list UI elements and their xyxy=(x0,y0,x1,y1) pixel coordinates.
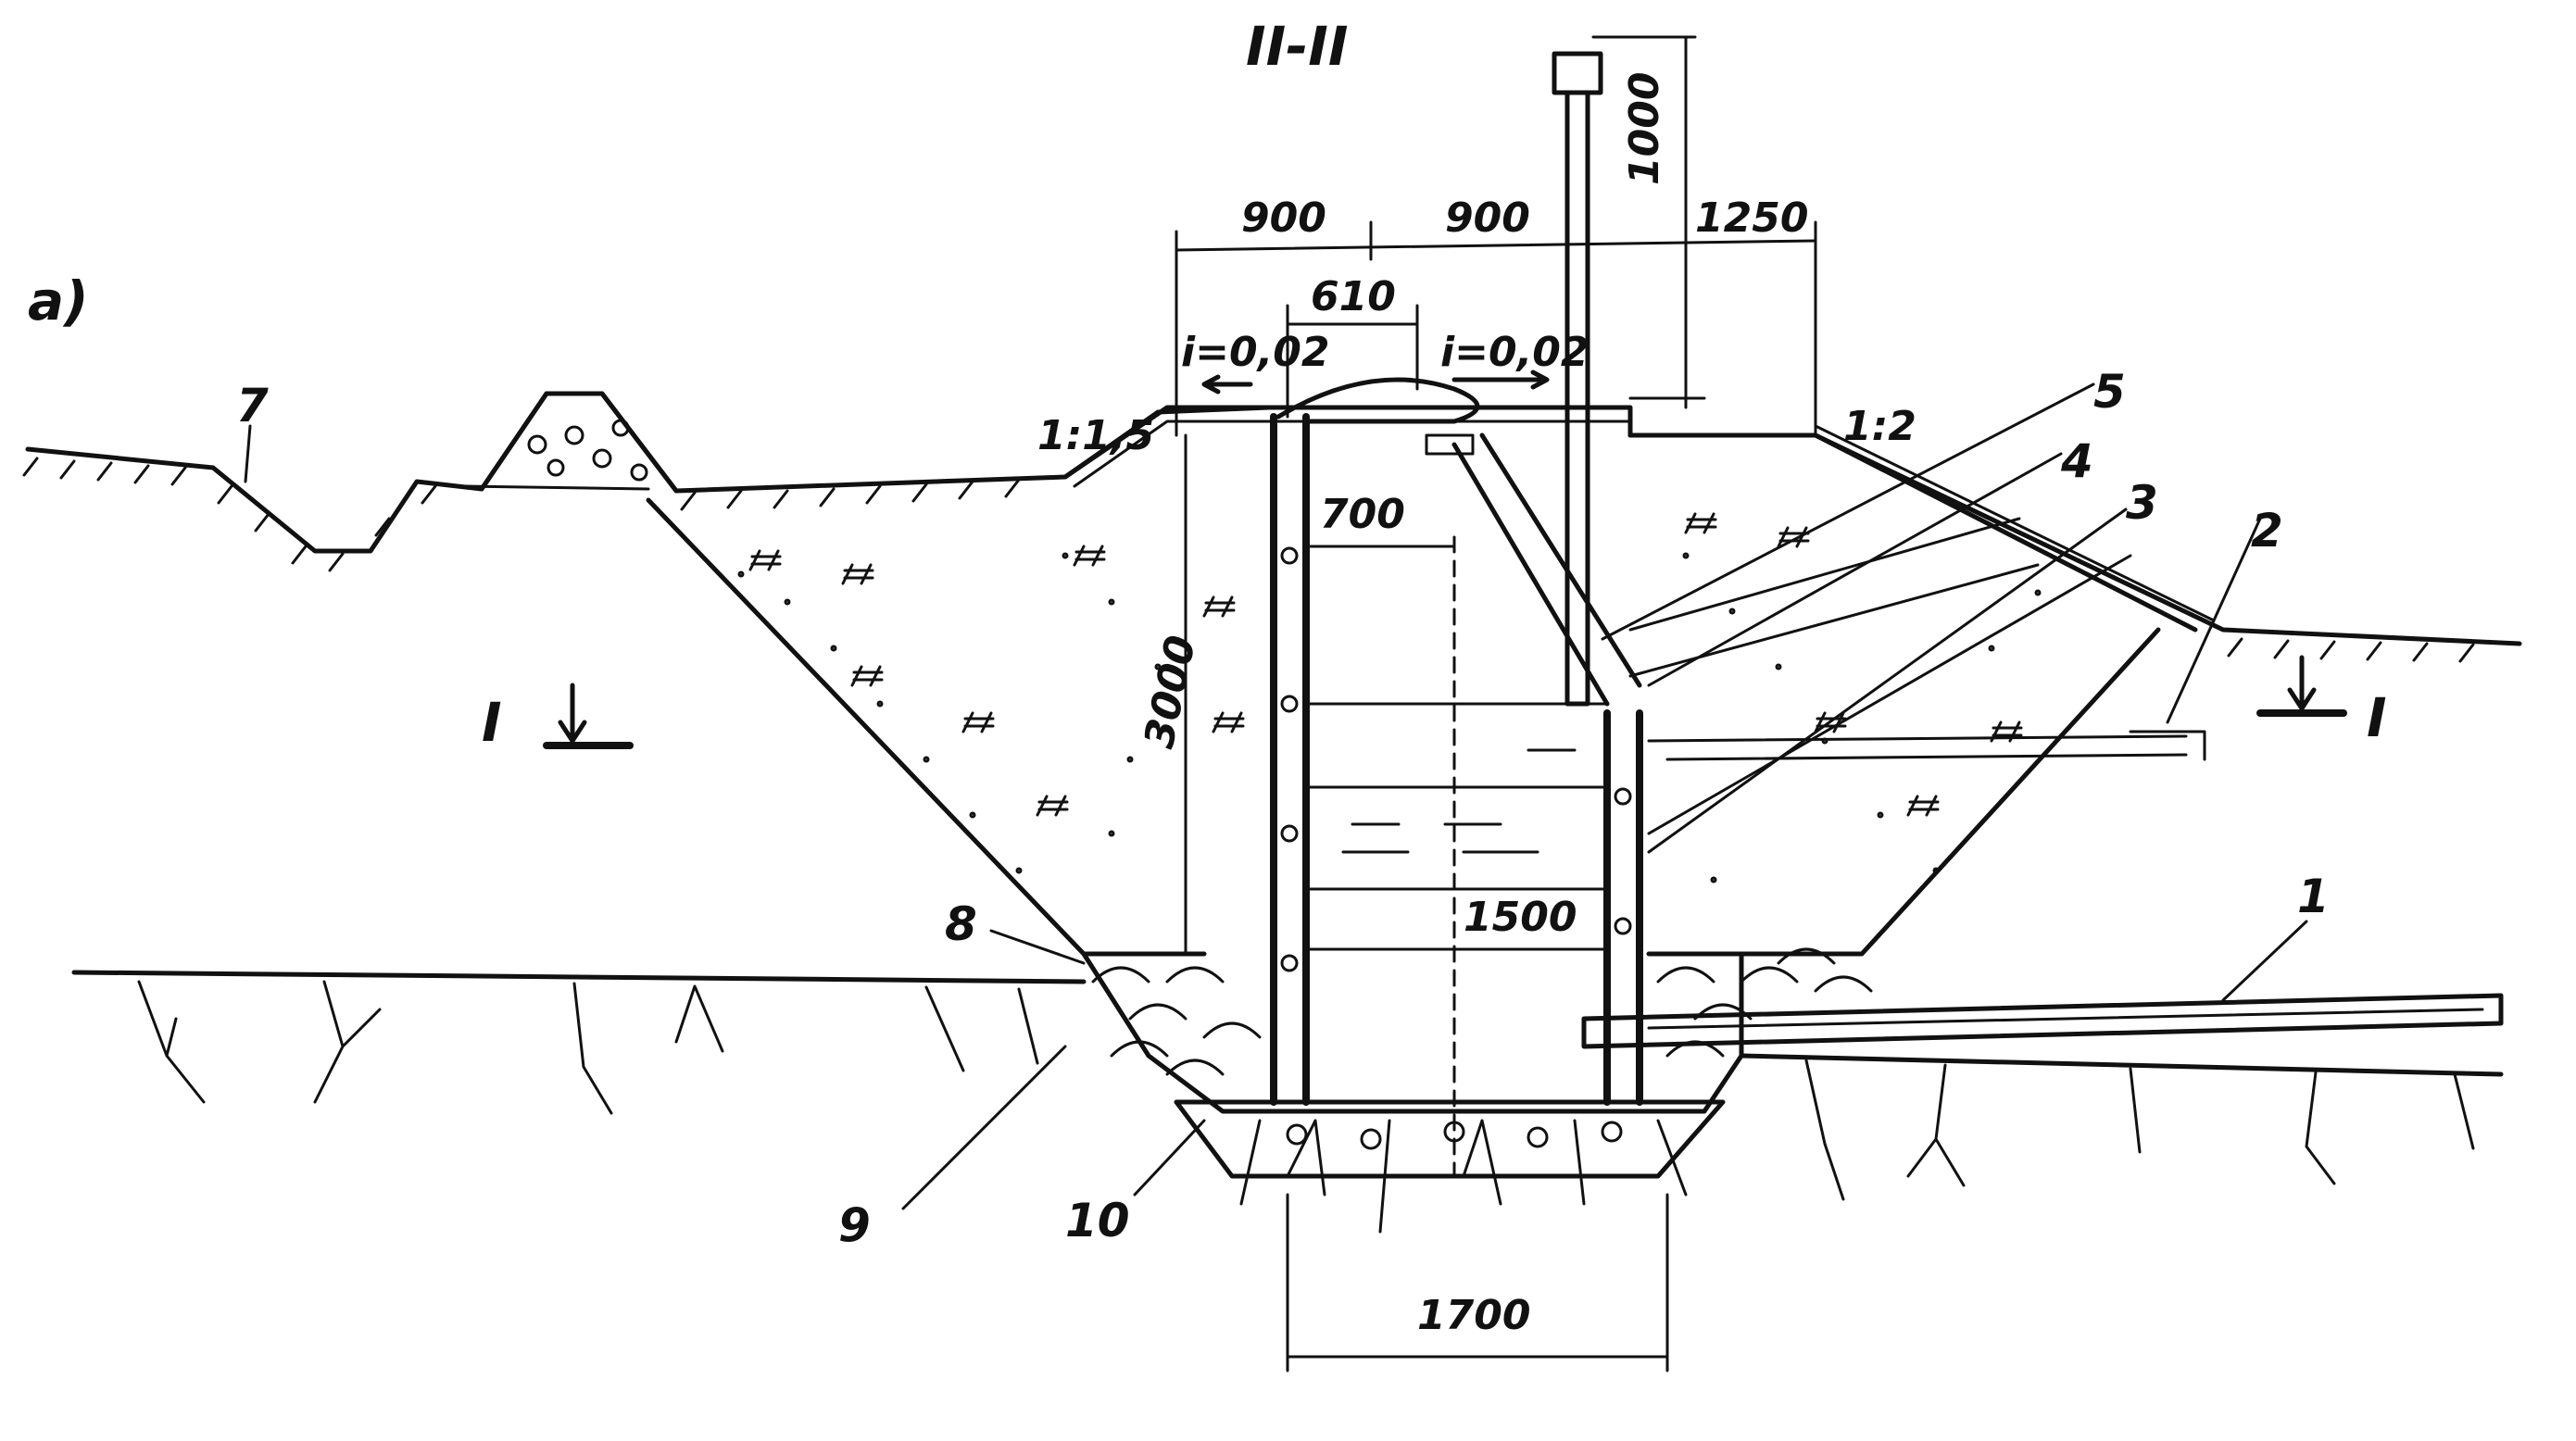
panel-label: a) xyxy=(28,269,89,332)
slope-left: 1:1,5 xyxy=(1037,412,1154,459)
intake-pipe xyxy=(1581,993,2504,1049)
dim-chamber-width: 1500 xyxy=(1464,894,1577,941)
dim-top-left: 900 xyxy=(1241,194,1326,242)
callout-1: 1 xyxy=(2297,870,2330,923)
grade-right: i=0,02 xyxy=(1440,329,1590,376)
slope-right: 1:2 xyxy=(1843,403,1916,450)
callout-8: 8 xyxy=(945,897,977,951)
callout-10: 10 xyxy=(1065,1194,1130,1247)
section-arrows xyxy=(543,655,2347,749)
well-shaft xyxy=(1270,413,1643,1178)
section-mark-right: I xyxy=(2367,686,2387,749)
dim-pipe-height: 1000 xyxy=(1621,72,1668,185)
spoil-mound xyxy=(479,391,679,494)
inclined-channel xyxy=(1451,432,1642,707)
dim-shaft-width: 700 xyxy=(1320,491,1405,538)
seal-layer xyxy=(1091,947,1873,1076)
dim-base-width: 1700 xyxy=(1417,1292,1530,1339)
section-title: II-II xyxy=(1246,15,1348,78)
callout-2: 2 xyxy=(2251,504,2283,558)
callout-7: 7 xyxy=(236,379,269,432)
callout-4: 4 xyxy=(2060,434,2093,488)
callout-5: 5 xyxy=(2093,365,2126,419)
dim-inner-top: 610 xyxy=(1311,273,1396,320)
callout-9: 9 xyxy=(838,1198,871,1252)
vent-pipe xyxy=(1552,51,1603,707)
dim-top-middle: 900 xyxy=(1445,194,1530,242)
dim-shaft-depth: 3000 xyxy=(1136,632,1205,752)
callout-3: 3 xyxy=(2126,476,2158,530)
water-line xyxy=(1527,730,2206,761)
dim-top-right: 1250 xyxy=(1695,194,1808,242)
leader-lines xyxy=(244,382,2308,1210)
dimension-lines xyxy=(1175,35,1817,1372)
grade-left: i=0,02 xyxy=(1181,329,1330,376)
excavation-pit xyxy=(646,497,2161,1114)
well-cover xyxy=(1062,377,1633,488)
section-mark-left: I xyxy=(482,691,502,754)
